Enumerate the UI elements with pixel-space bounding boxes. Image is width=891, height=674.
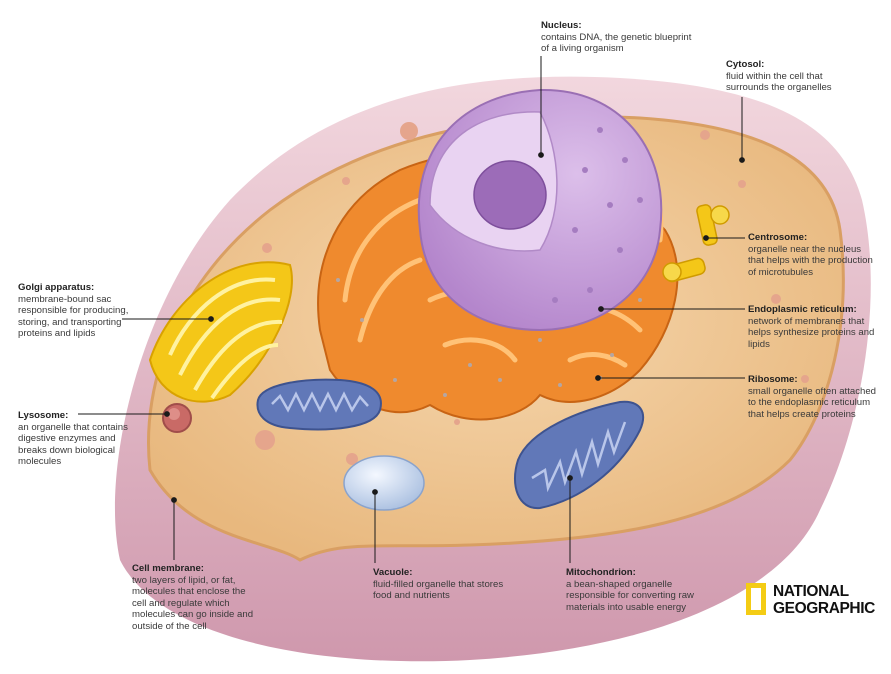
national-geographic-logo: NATIONAL GEOGRAPHIC — [746, 582, 876, 624]
label-cytosol-desc: fluid within the cell that surrounds the… — [726, 70, 832, 94]
label-er-desc: network of membranes that helps synthesi… — [748, 315, 875, 350]
nucleolus — [473, 160, 547, 230]
label-vacuole-desc: fluid-filled organelle that stores food … — [373, 578, 504, 602]
label-er-title: Endoplasmic reticulum: — [748, 304, 857, 315]
label-centrosome-title: Centrosome: — [748, 232, 808, 243]
logo-line-1: NATIONAL — [773, 583, 849, 600]
label-lysosome-title: Lysosome: — [18, 410, 69, 421]
label-ribosome-title: Ribosome: — [748, 374, 798, 385]
label-ribosome-desc: small organelle often attached to the en… — [748, 385, 876, 420]
label-cell-membrane: Cell membrane: two layers of lipid, or f… — [132, 563, 262, 633]
label-cell-membrane-title: Cell membrane: — [132, 563, 204, 574]
label-golgi-desc: membrane-bound sac responsible for produ… — [18, 293, 129, 340]
label-cell-membrane-desc: two layers of lipid, or fat, molecules t… — [132, 574, 254, 632]
label-mitochondrion-title: Mitochondrion: — [566, 567, 636, 578]
label-vacuole: Vacuole: fluid-filled organelle that sto… — [373, 567, 513, 602]
label-mitochondrion: Mitochondrion: a bean-shaped organelle r… — [566, 567, 700, 613]
logo-line-2: GEOGRAPHIC — [773, 600, 875, 617]
label-lysosome-desc: an organelle that contains digestive enz… — [18, 421, 128, 468]
label-lysosome: Lysosome: an organelle that contains dig… — [18, 410, 138, 468]
label-nucleus-desc: contains DNA, the genetic blueprint of a… — [541, 31, 692, 55]
nucleus — [417, 88, 663, 332]
label-cytosol-title: Cytosol: — [726, 59, 765, 70]
leader-lines — [78, 56, 745, 563]
golgi-apparatus — [148, 261, 293, 403]
lysosome — [162, 403, 192, 433]
label-nucleus-title: Nucleus: — [541, 20, 582, 31]
mitochondrion-left — [256, 378, 382, 431]
label-mitochondrion-desc: a bean-shaped organelle responsible for … — [566, 578, 694, 613]
label-ribosome: Ribosome: small organelle often attached… — [748, 374, 880, 420]
yellow-border-icon — [746, 583, 766, 615]
label-golgi-title: Golgi apparatus: — [18, 282, 95, 293]
label-centrosome: Centrosome: organelle near the nucleus t… — [748, 232, 878, 278]
label-cytosol: Cytosol: fluid within the cell that surr… — [726, 59, 851, 94]
label-vacuole-title: Vacuole: — [373, 567, 413, 578]
vacuole — [343, 455, 425, 511]
mitochondrion-right — [514, 400, 645, 510]
label-centrosome-desc: organelle near the nucleus that helps wi… — [748, 243, 873, 278]
label-er: Endoplasmic reticulum: network of membra… — [748, 304, 886, 350]
label-nucleus: Nucleus: contains DNA, the genetic bluep… — [541, 20, 701, 55]
centrosome — [662, 204, 730, 283]
label-golgi: Golgi apparatus: membrane-bound sac resp… — [18, 282, 136, 340]
